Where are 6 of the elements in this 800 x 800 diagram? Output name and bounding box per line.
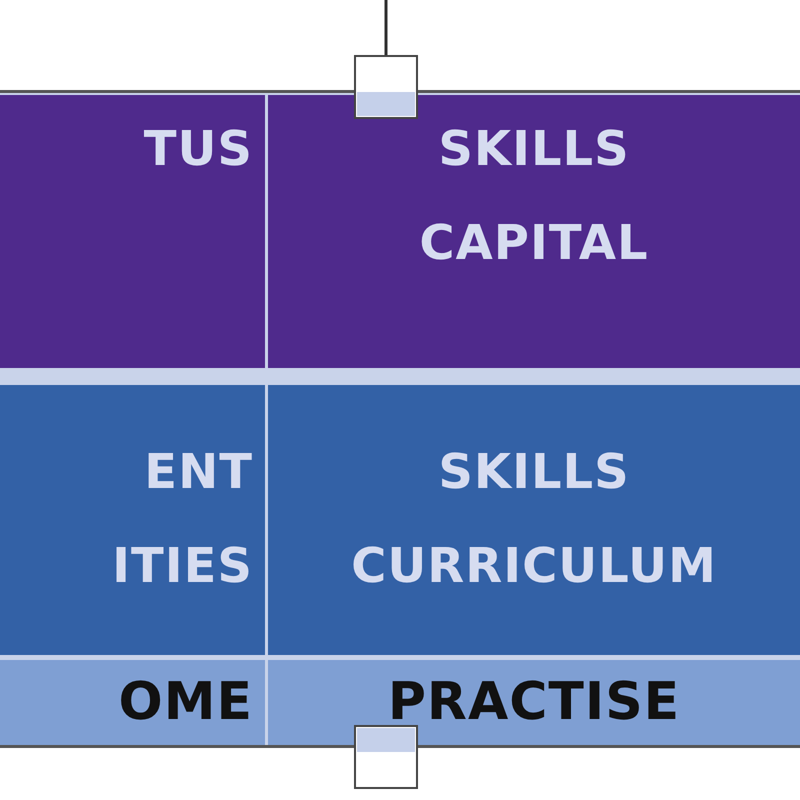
table-cell: OME xyxy=(0,660,265,745)
table-cell: PRACTISE xyxy=(268,660,800,745)
table-cell: TUS xyxy=(0,95,265,368)
table-cell: SKILLS CURRICULUM xyxy=(268,385,800,655)
table-cell: ENT ITIES xyxy=(0,385,265,655)
table-cell: SKILLS CAPITAL xyxy=(268,95,800,368)
